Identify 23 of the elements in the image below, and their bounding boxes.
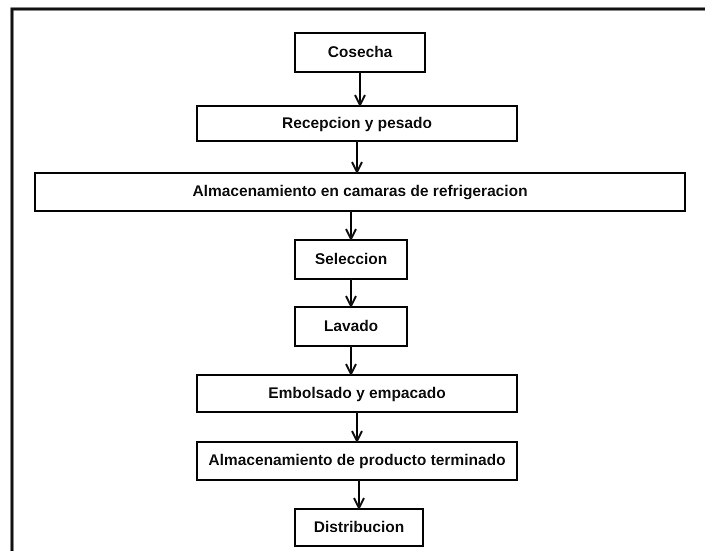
process-box	[294, 508, 424, 547]
arrow	[351, 413, 363, 442]
process-box	[294, 32, 426, 73]
arrow	[345, 212, 357, 240]
process-box	[196, 374, 518, 413]
step-label: Almacenamiento de producto terminado	[208, 452, 506, 470]
arrow	[354, 73, 366, 106]
process-box	[294, 306, 408, 347]
step-label: Recepcion y pesado	[282, 114, 432, 132]
process-box	[34, 172, 686, 212]
step-label: Lavado	[324, 318, 378, 336]
arrow	[345, 347, 357, 375]
step-label: Cosecha	[328, 44, 392, 62]
arrow	[351, 142, 363, 173]
step-label: Distribucion	[314, 518, 404, 536]
arrow	[345, 280, 357, 307]
process-box	[294, 239, 408, 280]
arrow	[353, 481, 365, 509]
process-box	[196, 105, 518, 142]
step-label: Seleccion	[314, 250, 388, 268]
process-box	[196, 441, 518, 481]
step-label: Almacenamiento en camaras de refrigeracion	[192, 183, 528, 201]
step-label: Embolsado y empacado	[268, 384, 446, 402]
